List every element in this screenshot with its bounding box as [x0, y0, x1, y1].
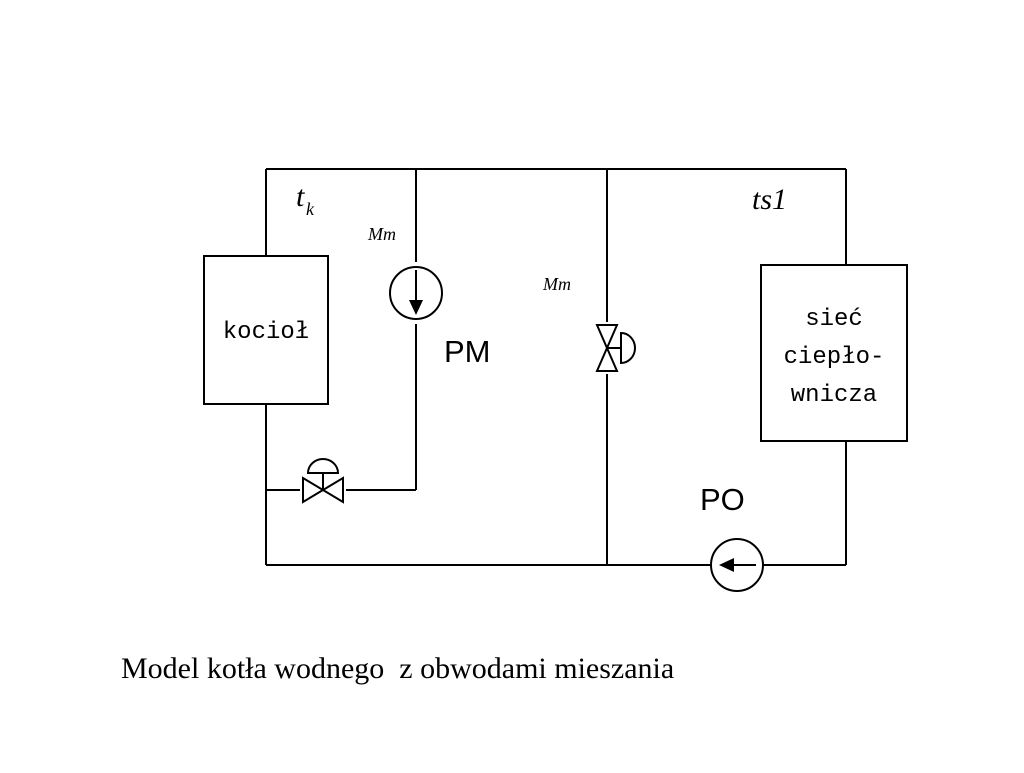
flow-label-mm-left: Mm — [367, 224, 396, 244]
pump-label-po: PO — [700, 482, 745, 517]
network-box — [760, 264, 908, 442]
temp-label-ts1: ts1 — [752, 183, 787, 216]
pm-pump-icon — [389, 266, 443, 320]
boiler-box — [203, 255, 329, 405]
flow-label-mm-right: Mm — [542, 274, 571, 294]
temp-label-tk: t — [296, 180, 305, 213]
network-label-line-1: sieć — [805, 306, 863, 333]
network-label-line-3: wnicza — [791, 382, 877, 409]
po-pump-icon — [710, 538, 764, 592]
pump-label-pm: PM — [444, 334, 491, 369]
temp-label-tk-subscript: k — [306, 199, 315, 219]
horizontal-valve-icon — [300, 458, 346, 506]
vertical-valve-icon — [595, 322, 636, 374]
network-label-line-2: ciepło- — [784, 344, 885, 371]
boiler-label: kocioł — [223, 319, 309, 346]
diagram-caption: Model kotła wodnego z obwodami mieszania — [121, 652, 674, 685]
